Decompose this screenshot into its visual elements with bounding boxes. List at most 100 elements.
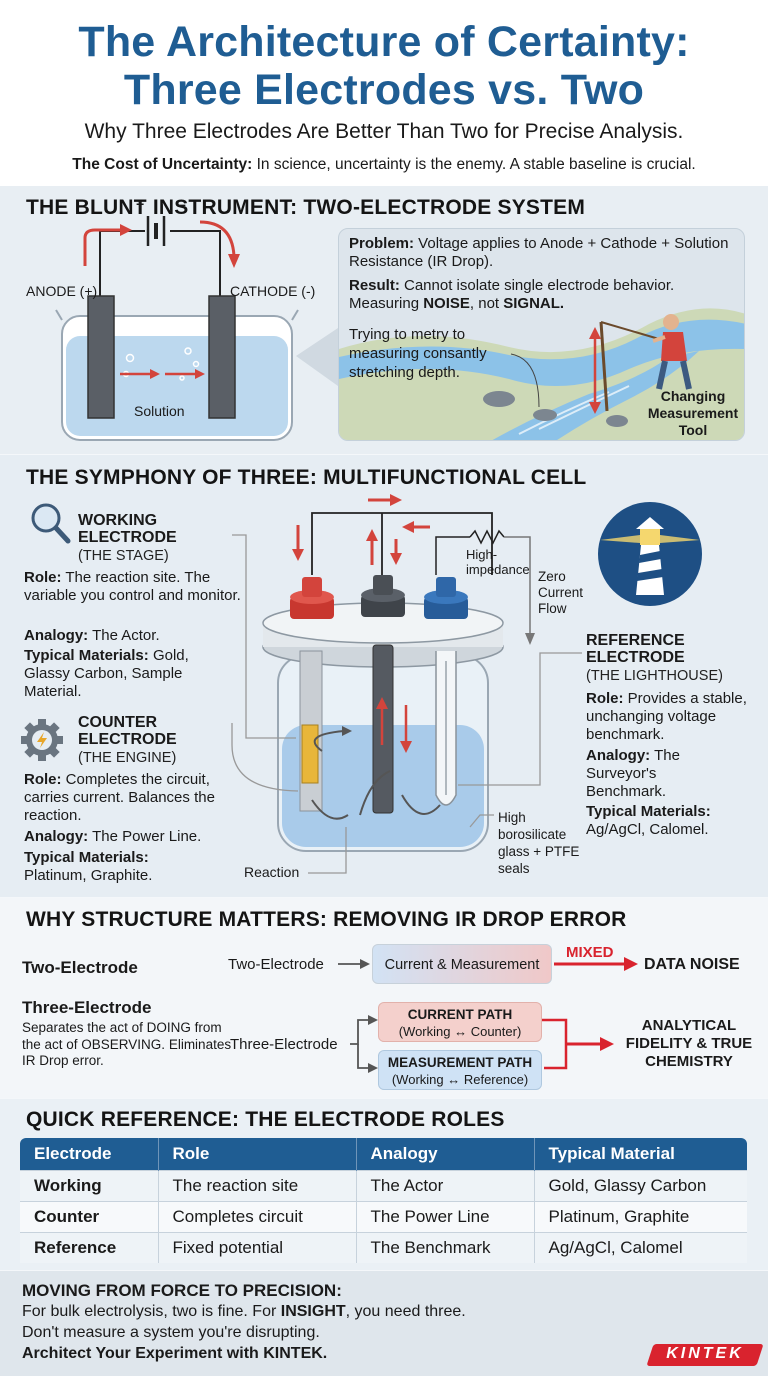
glass-note: High borosilicate glass + PTFE seals <box>498 810 580 876</box>
col-electrode: Electrode <box>20 1138 159 1170</box>
river-illustration <box>339 308 744 440</box>
result-body: Cannot isolate single electrode behavior… <box>349 277 675 312</box>
current-measurement-box: Current & Measurement <box>372 944 552 984</box>
two-electrode-heading: THE BLUNT INSTRUMENT: TWO-ELECTRODE SYST… <box>26 196 586 219</box>
reference-role-label: Role: <box>586 690 624 707</box>
reference-subtitle: (THE LIGHTHOUSE) <box>586 668 723 684</box>
working-materials-text: Gold, Glassy Carbon, Sample Material. <box>24 647 189 700</box>
table-cell: Gold, Glassy Carbon <box>534 1169 747 1201</box>
magnifier-icon <box>24 508 70 550</box>
reference-role-text: Provides a stable, unchanging voltage be… <box>586 690 747 743</box>
col-role: Role <box>158 1138 357 1170</box>
anode-label: ANODE (+) <box>26 283 98 299</box>
table-row: Working The reaction site The Actor Gold… <box>20 1169 747 1201</box>
result-label: Result: <box>349 277 400 294</box>
zero-current-label: Zero Current Flow <box>538 569 584 616</box>
table-header-row: Electrode Role Analogy Typical Material <box>20 1138 747 1170</box>
table-cell: Reference <box>20 1231 159 1263</box>
three-electrode-cell <box>21 494 702 874</box>
reference-materials-label: Typical Materials: <box>586 803 711 820</box>
working-materials-label: Typical Materials: <box>24 647 149 664</box>
current-path-box: CURRENT PATH (Working ↔ Counter) <box>378 1002 542 1042</box>
header: The Architecture of Certainty: Three Ele… <box>0 0 768 186</box>
table-row: Counter Completes circuit The Power Line… <box>20 1200 747 1232</box>
counter-subtitle: (THE ENGINE) <box>78 750 177 766</box>
current-path-sub: (Working ↔ Counter) <box>398 1024 522 1039</box>
footer-line1-b: INSIGHT <box>280 1303 346 1320</box>
working-analogy-label: Analogy: <box>24 627 89 644</box>
kintek-logo-text: KINTEK <box>666 1345 744 1362</box>
reference-role: Role: Provides a stable, unchanging volt… <box>586 690 756 744</box>
reference-analogy-text: The Surveyor's Benchmark. <box>586 747 680 800</box>
structure-heading: WHY STRUCTURE MATTERS: REMOVING IR DROP … <box>26 908 627 931</box>
result-text: Result: Cannot isolate single electrode … <box>349 277 739 313</box>
three-electrode-label: Three-Electrode <box>22 998 152 1017</box>
working-role: Role: The reaction site. The variable yo… <box>24 569 244 605</box>
three-flow-start: Three-Electrode <box>230 1036 338 1053</box>
table-cell: Counter <box>20 1200 159 1232</box>
col-material: Typical Material <box>534 1138 747 1170</box>
river-caption: Trying to metry to measuring consantly s… <box>349 326 487 381</box>
mixed-label: MIXED <box>566 944 614 961</box>
gear-icon <box>22 720 62 760</box>
three-electrode-desc: Separates the act of DOING from the act … <box>22 1020 232 1068</box>
counter-materials-text: Platinum, Graphite. <box>24 867 153 884</box>
working-role-text: The reaction site. The variable you cont… <box>24 569 241 604</box>
table-cell: The Actor <box>356 1169 535 1201</box>
footer-line1-c: , you need three. <box>345 1303 466 1320</box>
working-role-label: Role: <box>24 569 62 586</box>
signal-word: SIGNAL. <box>503 295 565 312</box>
counter-title: COUNTER ELECTRODE <box>78 714 177 748</box>
current-path-title: CURRENT PATH <box>407 1007 513 1022</box>
table-cell: The reaction site <box>158 1169 357 1201</box>
reference-materials-text: Ag/AgCl, Calomel. <box>586 821 709 838</box>
counter-analogy: Analogy: The Power Line. <box>24 828 201 846</box>
cathode-label: CATHODE (-) <box>230 283 316 299</box>
table-cell: Completes circuit <box>158 1200 357 1232</box>
table-cell: The Benchmark <box>356 1231 535 1263</box>
col-analogy: Analogy <box>356 1138 535 1170</box>
tool-caption: Changing Measurement Tool <box>647 388 739 438</box>
footer-line1-a: For bulk electrolysis, two is fine. For <box>22 1303 281 1320</box>
noise-word: NOISE <box>423 295 470 312</box>
three-electrode-heading: THE SYMPHONY OF THREE: MULTIFUNCTIONAL C… <box>26 466 587 489</box>
working-analogy-text: The Actor. <box>88 627 160 644</box>
table-row: Reference Fixed potential The Benchmark … <box>20 1231 747 1263</box>
measurement-path-box: MEASUREMENT PATH (Working ↔ Reference) <box>378 1050 542 1090</box>
reaction-label: Reaction <box>244 864 300 880</box>
data-noise-label: DATA NOISE <box>644 956 740 973</box>
problem-label: Problem: <box>349 235 415 252</box>
two-flow-start: Two-Electrode <box>228 956 324 973</box>
footer-line1: For bulk electrolysis, two is fine. For … <box>22 1302 466 1322</box>
cost-label: The Cost of Uncertainty: <box>72 156 253 173</box>
table-cell: Ag/AgCl, Calomel <box>534 1231 747 1263</box>
counter-materials-label: Typical Materials: <box>24 849 149 866</box>
cost-line: The Cost of Uncertainty: In science, unc… <box>0 156 768 174</box>
table-cell: Platinum, Graphite <box>534 1200 747 1232</box>
table-cell: Working <box>20 1169 159 1201</box>
reference-analogy: Analogy: The Surveyor's Benchmark. <box>586 747 716 801</box>
solution-label: Solution <box>134 403 185 419</box>
quick-reference-heading: QUICK REFERENCE: THE ELECTRODE ROLES <box>26 1108 505 1131</box>
ir-drop-flow <box>338 957 638 1073</box>
counter-analogy-label: Analogy: <box>24 828 89 845</box>
two-electrode-illustration <box>55 216 338 441</box>
measurement-path-sub: (Working ↔ Reference) <box>391 1072 529 1087</box>
two-electrode-label: Two-Electrode <box>22 958 138 977</box>
cost-text: In science, uncertainty is the enemy. A … <box>252 156 696 173</box>
lighthouse-icon <box>598 502 702 606</box>
fidelity-result: ANALYTICAL FIDELITY & TRUE CHEMISTRY <box>625 1017 753 1070</box>
measurement-path-title: MEASUREMENT PATH <box>387 1055 533 1070</box>
page-title-line1: The Architecture of Certainty: <box>78 18 690 66</box>
reference-title: REFERENCE ELECTRODE <box>586 632 685 666</box>
working-subtitle: (THE STAGE) <box>78 548 169 564</box>
working-analogy: Analogy: The Actor. <box>24 627 160 645</box>
battery-plus: + <box>136 196 145 212</box>
problem-callout <box>338 228 745 441</box>
counter-role-text: Completes the circuit, carries current. … <box>24 771 215 824</box>
page-subtitle: Why Three Electrodes Are Better Than Two… <box>84 120 684 143</box>
problem-body: Voltage applies to Anode + Cathode + Sol… <box>349 235 729 270</box>
reference-analogy-label: Analogy: <box>586 747 651 764</box>
working-title: WORKING ELECTRODE <box>78 512 177 546</box>
footer-heading: MOVING FROM FORCE TO PRECISION: <box>22 1281 342 1300</box>
